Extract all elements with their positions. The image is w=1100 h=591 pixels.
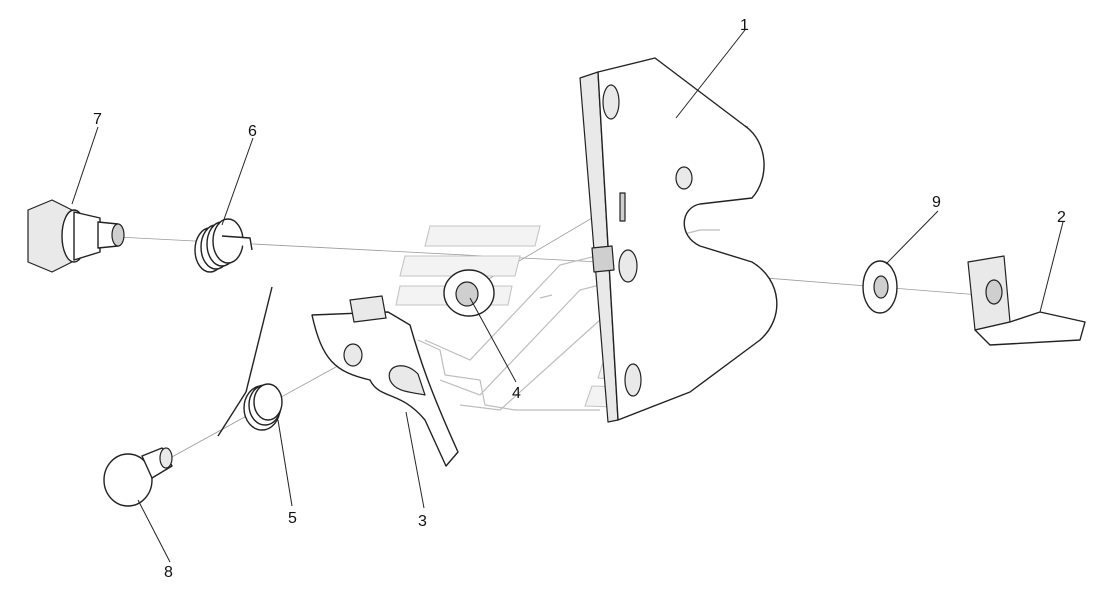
part-1-bracket	[395, 57, 778, 423]
callout-9: 9	[932, 194, 941, 211]
part-7-stepped-bolt	[27, 199, 125, 273]
part-4-washer	[443, 269, 495, 317]
part-2-l-bracket	[967, 255, 1086, 346]
callout-labels: 1 2 3 4 5 6 7 8 9	[93, 17, 1066, 581]
part-9-washer	[862, 260, 898, 314]
part-8-pin	[103, 447, 173, 507]
callout-4: 4	[512, 385, 521, 402]
part-5-torsion-spring	[217, 286, 283, 437]
callout-3: 3	[418, 513, 427, 530]
part-6-coil-spring	[194, 218, 253, 273]
callout-6: 6	[248, 123, 257, 140]
callout-5: 5	[288, 510, 297, 527]
part-3-latch-lever	[311, 295, 459, 467]
leader-lines	[71, 29, 1064, 563]
callout-7: 7	[93, 111, 102, 128]
callout-8: 8	[164, 564, 173, 581]
callout-1: 1	[740, 17, 749, 34]
callout-2: 2	[1057, 209, 1066, 226]
